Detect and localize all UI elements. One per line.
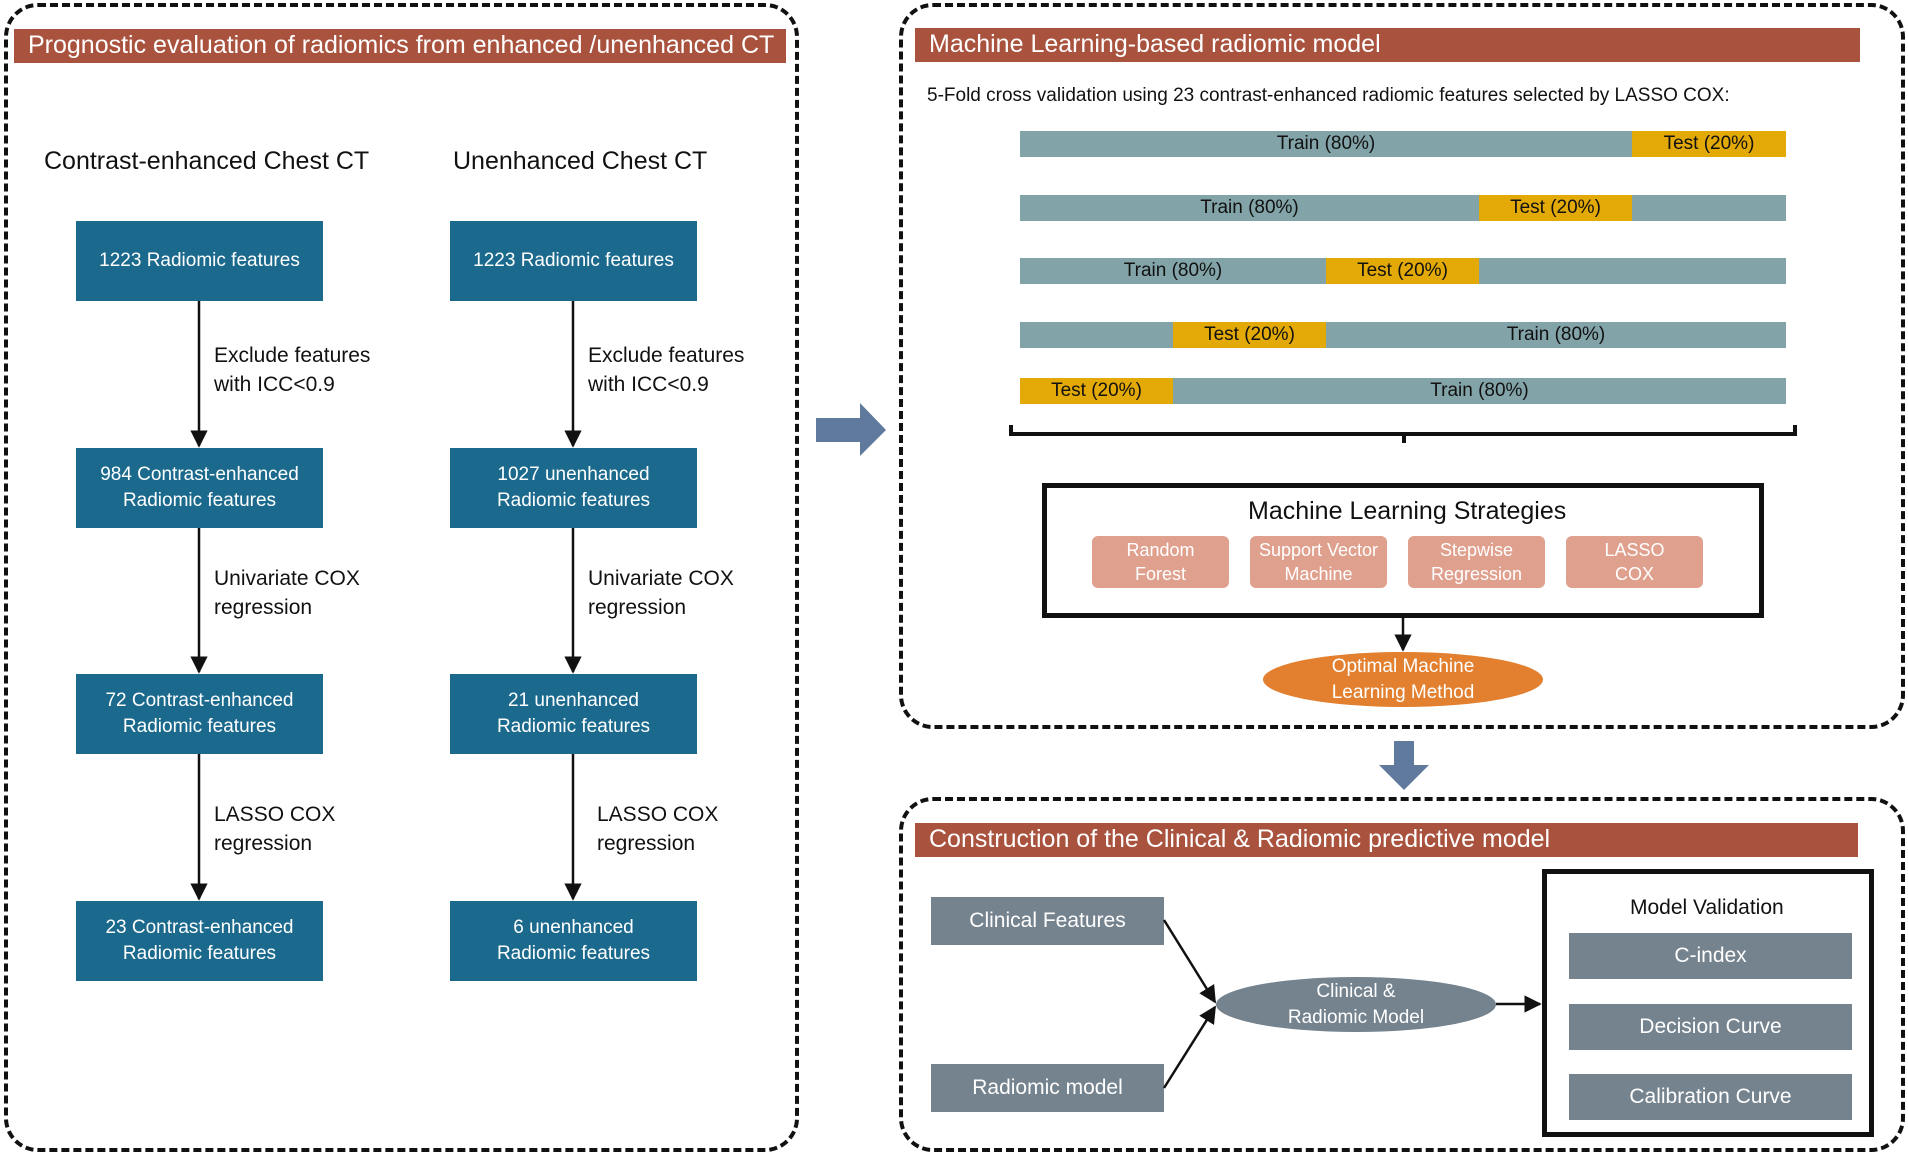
ml-strategies-box [1042,483,1764,618]
ml-model-panel [899,3,1905,729]
fold-bar-5: Test (20%) Train (80%) [1020,378,1786,404]
enhanced-step-label-2: Univariate COX regression [214,567,360,619]
validation-calibration-curve: Calibration Curve [1569,1074,1852,1120]
radiomic-to-combined-arrow [1162,1005,1217,1089]
fold-bar-1: Train (80%) Test (20%) [1020,131,1786,157]
enhanced-feature-box-2: 984 Contrast-enhanced Radiomic features [76,448,323,528]
fold-5-test-segment: Test (20%) [1020,378,1173,404]
fold-3-train-tail [1479,258,1786,284]
clinical-features-box: Clinical Features [931,897,1164,945]
folds-brace [1009,425,1797,443]
fold-4-train-segment: Train (80%) [1326,322,1786,348]
cross-validation-title: 5-Fold cross validation using 23 contras… [927,85,1730,106]
combined-model-ellipse: Clinical & Radiomic Model [1216,977,1496,1032]
strategy-stepwise-regression: Stepwise Regression [1408,536,1545,588]
unenhanced-feature-box-1: 1223 Radiomic features [450,221,697,301]
fold-bar-2: Train (80%) Test (20%) [1020,195,1786,221]
radiomic-model-box: Radiomic model [931,1064,1164,1112]
fold-4-train-head [1020,322,1173,348]
unenhanced-step-label-3: LASSO COX regression [597,803,719,855]
fold-bar-3: Train (80%) Test (20%) [1020,258,1786,284]
fold-2-test-segment: Test (20%) [1479,195,1632,221]
fold-1-test-segment: Test (20%) [1632,131,1786,157]
fold-2-train-segment: Train (80%) [1020,195,1479,221]
strategy-lasso-cox: LASSO COX [1566,536,1703,588]
enhanced-column-title: Contrast-enhanced Chest CT [44,147,370,175]
unenhanced-column-title: Unenhanced Chest CT [453,147,708,175]
fold-5-train-segment: Train (80%) [1173,378,1786,404]
validation-decision-curve: Decision Curve [1569,1004,1852,1050]
fold-2-train-tail [1632,195,1786,221]
enhanced-feature-box-3: 72 Contrast-enhanced Radiomic features [76,674,323,754]
panel-flow-arrow-right [816,403,886,456]
radiomics-evaluation-panel [4,3,799,1152]
model-validation-box [1542,869,1874,1137]
strategy-support-vector-machine: Support Vector Machine [1250,536,1387,588]
enhanced-step-label-3: LASSO COX regression [214,803,336,855]
optimal-method-ellipse: Optimal Machine Learning Method [1263,652,1543,707]
fold-bar-4: Test (20%) Train (80%) [1020,322,1786,348]
clinical-to-combined-arrow [1162,919,1217,1004]
panel-flow-arrow-down [1379,741,1429,790]
strategy-random-forest: Random Forest [1092,536,1229,588]
fold-1-train-segment: Train (80%) [1020,131,1632,157]
unenhanced-feature-box-3: 21 unenhanced Radiomic features [450,674,697,754]
predictive-model-panel [899,797,1905,1152]
unenhanced-step-label-2: Univariate COX regression [588,567,734,619]
unenhanced-step-label-1: Exclude features with ICC<0.9 [588,344,745,396]
predictive-model-header: Construction of the Clinical & Radiomic … [915,823,1858,857]
ml-strategies-title: Machine Learning Strategies [1248,497,1567,525]
enhanced-feature-box-1: 1223 Radiomic features [76,221,323,301]
fold-4-test-segment: Test (20%) [1173,322,1326,348]
validation-c-index: C-index [1569,933,1852,979]
unenhanced-feature-box-2: 1027 unenhanced Radiomic features [450,448,697,528]
ml-model-header: Machine Learning-based radiomic model [915,28,1860,62]
model-validation-title: Model Validation [1630,896,1784,919]
radiomics-evaluation-header: Prognostic evaluation of radiomics from … [14,29,786,63]
fold-3-test-segment: Test (20%) [1326,258,1479,284]
fold-3-train-segment: Train (80%) [1020,258,1326,284]
enhanced-feature-box-4: 23 Contrast-enhanced Radiomic features [76,901,323,981]
unenhanced-feature-box-4: 6 unenhanced Radiomic features [450,901,697,981]
enhanced-step-label-1: Exclude features with ICC<0.9 [214,344,371,396]
